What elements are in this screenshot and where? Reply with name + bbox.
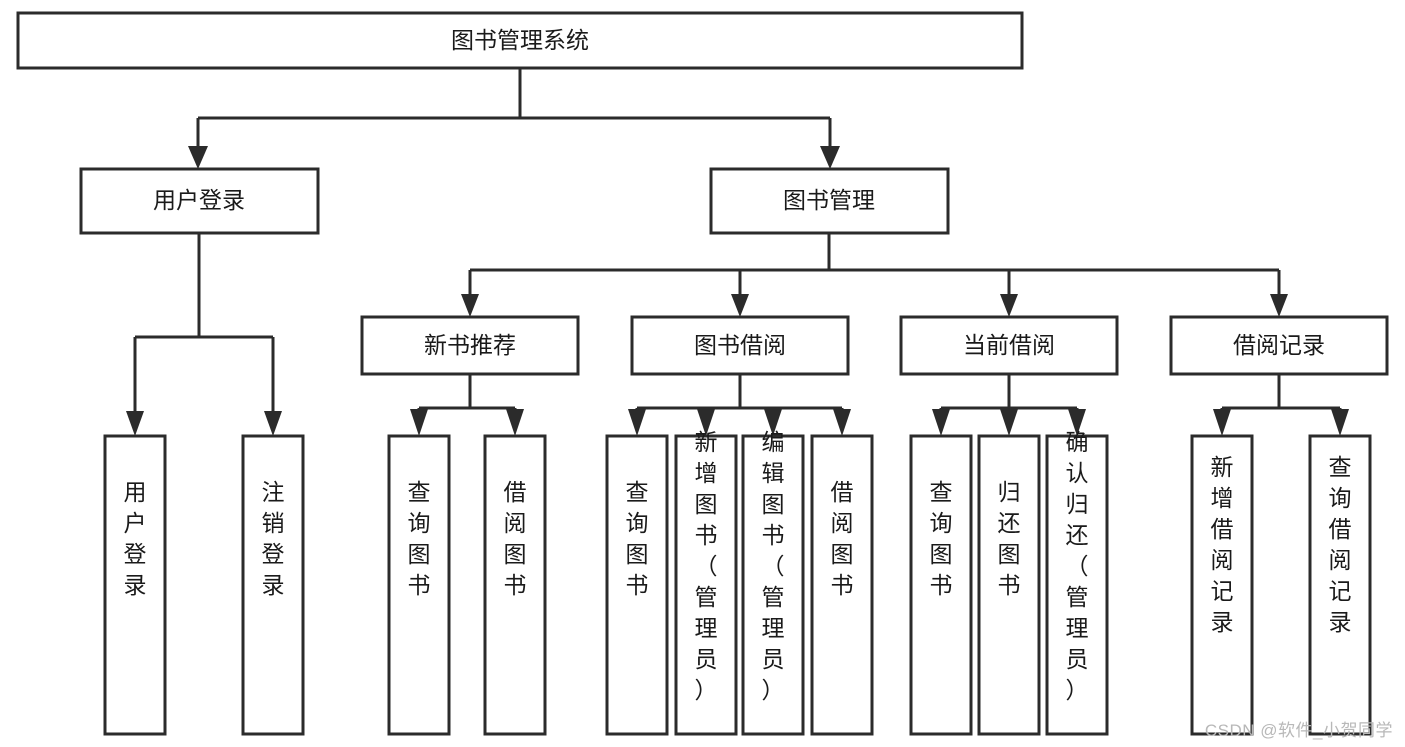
arrow-head-icon (461, 294, 479, 317)
arrow-head-icon (410, 409, 428, 436)
node-current-borrow[interactable]: 当前借阅 (899, 315, 1119, 376)
node-box (1169, 315, 1389, 376)
arrow-head-icon (932, 409, 950, 436)
node-label: 图书借阅 (694, 332, 786, 358)
node-label-vertical: 查询图书 (626, 479, 649, 598)
node-box (79, 167, 320, 235)
node-box (16, 11, 1024, 70)
arrow-head-icon (820, 146, 840, 169)
node-box (483, 434, 547, 736)
node-box (1308, 434, 1372, 736)
node-label: 图书管理系统 (451, 27, 589, 53)
arrow-head-icon (126, 411, 144, 436)
arrow-head-icon (1068, 409, 1086, 436)
node-label: 新书推荐 (424, 332, 516, 358)
node-label-vertical: 查询借阅记录 (1329, 454, 1352, 635)
node-label-vertical: 借阅图书 (504, 479, 527, 598)
node-leaf-query-borrow-record[interactable]: 查询借阅记录 (1308, 434, 1372, 736)
node-box (605, 434, 669, 736)
arrow-head-icon (1000, 409, 1018, 436)
node-box (709, 167, 950, 235)
node-leaf-borrow-book-recommend[interactable]: 借阅图书 (483, 434, 547, 736)
node-box (103, 434, 167, 736)
connector-book-management-to-level3 (461, 233, 1288, 317)
node-leaf-query-book-recommend[interactable]: 查询图书 (387, 434, 451, 736)
node-box (810, 434, 874, 736)
node-label-vertical: 查询图书 (930, 479, 953, 598)
node-label-vertical: 编辑图书（管理员） (762, 429, 785, 703)
node-leaf-confirm-return-admin[interactable]: 确认归还（管理员） (1045, 429, 1109, 736)
node-box (1190, 434, 1254, 736)
node-new-book-recommend[interactable]: 新书推荐 (360, 315, 580, 376)
arrow-head-icon (506, 409, 524, 436)
arrow-head-icon (264, 411, 282, 436)
node-label-vertical: 归还图书 (998, 479, 1021, 598)
node-leaf-return-book[interactable]: 归还图书 (977, 434, 1041, 736)
connector-book-borrow-to-leaves (628, 374, 851, 436)
node-box (674, 434, 738, 736)
node-leaf-add-borrow-record[interactable]: 新增借阅记录 (1190, 434, 1254, 736)
csdn-watermark: CSDN @软件_小贺同学 (1204, 721, 1393, 740)
node-box (241, 434, 305, 736)
node-box (909, 434, 973, 736)
node-user-login[interactable]: 用户登录 (79, 167, 320, 235)
connector-current-borrow-to-leaves (932, 374, 1086, 436)
node-leaf-borrow-book[interactable]: 借阅图书 (810, 434, 874, 736)
node-borrow-record[interactable]: 借阅记录 (1169, 315, 1389, 376)
connector-user-login-to-leaves (126, 233, 282, 436)
arrow-head-icon (1331, 409, 1349, 436)
arrow-head-icon (697, 409, 715, 436)
node-box (741, 434, 805, 736)
arrow-head-icon (1270, 294, 1288, 317)
node-leaf-user-login[interactable]: 用户登录 (103, 434, 167, 736)
node-box (630, 315, 850, 376)
node-leaf-query-book-current[interactable]: 查询图书 (909, 434, 973, 736)
node-label-vertical: 确认归还（管理员） (1066, 429, 1089, 703)
node-label-vertical: 新增图书（管理员） (695, 429, 718, 703)
connector-new-book-to-leaves (410, 374, 524, 436)
node-label-vertical: 查询图书 (408, 479, 431, 598)
connector-root-to-level2 (188, 68, 840, 169)
node-label-vertical: 注销登录 (262, 479, 285, 598)
node-label: 当前借阅 (963, 332, 1055, 358)
arrow-head-icon (764, 409, 782, 436)
arrow-head-icon (731, 294, 749, 317)
arrow-head-icon (833, 409, 851, 436)
node-label: 图书管理 (783, 187, 875, 213)
node-book-borrow[interactable]: 图书借阅 (630, 315, 850, 376)
node-box (387, 434, 451, 736)
arrow-head-icon (628, 409, 646, 436)
node-box (977, 434, 1041, 736)
arrow-head-icon (1213, 409, 1231, 436)
node-leaf-logout[interactable]: 注销登录 (241, 434, 305, 736)
node-root-book-management-system[interactable]: 图书管理系统 (16, 11, 1024, 70)
arrow-head-icon (188, 146, 208, 169)
node-book-management[interactable]: 图书管理 (709, 167, 950, 235)
node-label-vertical: 借阅图书 (831, 479, 854, 598)
node-box (360, 315, 580, 376)
arrow-head-icon (1000, 294, 1018, 317)
node-label-vertical: 用户登录 (124, 479, 147, 598)
node-box (1045, 434, 1109, 736)
node-leaf-edit-book-admin[interactable]: 编辑图书（管理员） (741, 429, 805, 736)
node-label: 用户登录 (153, 187, 245, 213)
node-label: 借阅记录 (1233, 332, 1325, 358)
node-leaf-query-book-borrow[interactable]: 查询图书 (605, 434, 669, 736)
node-leaf-add-book-admin[interactable]: 新增图书（管理员） (674, 429, 738, 736)
connector-borrow-record-to-leaves (1213, 374, 1349, 436)
node-label-vertical: 新增借阅记录 (1211, 454, 1234, 635)
node-box (899, 315, 1119, 376)
